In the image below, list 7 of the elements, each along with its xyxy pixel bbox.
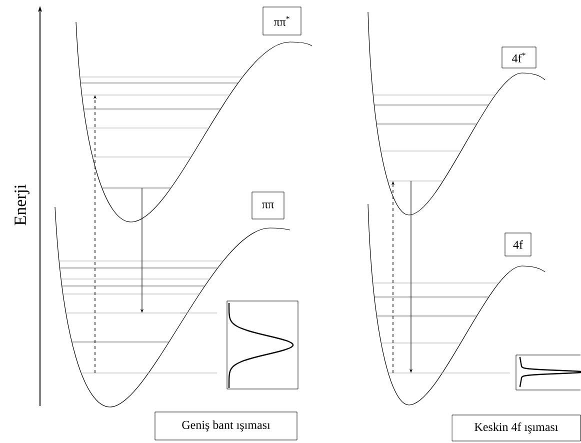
axis-label: Enerji — [14, 184, 30, 226]
label-box: 4f — [504, 232, 532, 256]
label-box: ππ$^{*}$ — [262, 6, 302, 36]
label-box: ππ — [252, 192, 284, 220]
label-box: Keskin 4f ışıması — [452, 414, 581, 442]
label-box: Geniş bant ışıması — [154, 412, 298, 440]
label-box: 4f$^{*}$ — [502, 46, 536, 68]
